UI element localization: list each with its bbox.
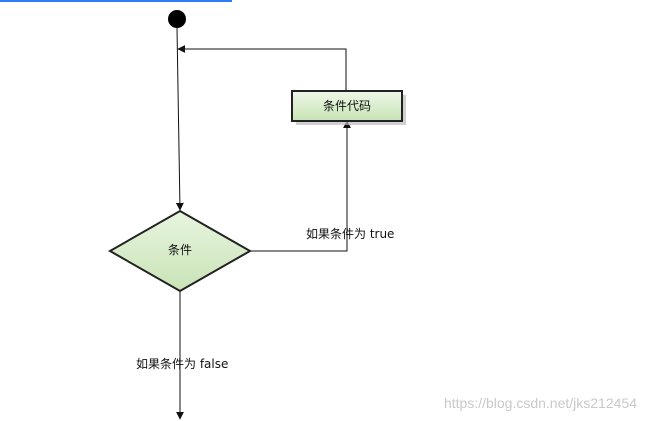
flow-start-to-decision	[175, 27, 184, 211]
process-node	[291, 90, 403, 122]
decision-node-label: 条件	[167, 243, 192, 257]
watermark-text: https://blog.csdn.net/jks212454	[443, 395, 637, 411]
true-branch-label: 如果条件为 true	[306, 227, 395, 241]
flow-decision-true	[250, 120, 351, 252]
false-branch-label: 如果条件为 false	[136, 357, 229, 371]
flow-loop-back	[177, 45, 347, 91]
start-node	[168, 10, 186, 28]
process-node-label: 条件代码	[322, 99, 371, 113]
top-accent-bar	[0, 0, 232, 2]
